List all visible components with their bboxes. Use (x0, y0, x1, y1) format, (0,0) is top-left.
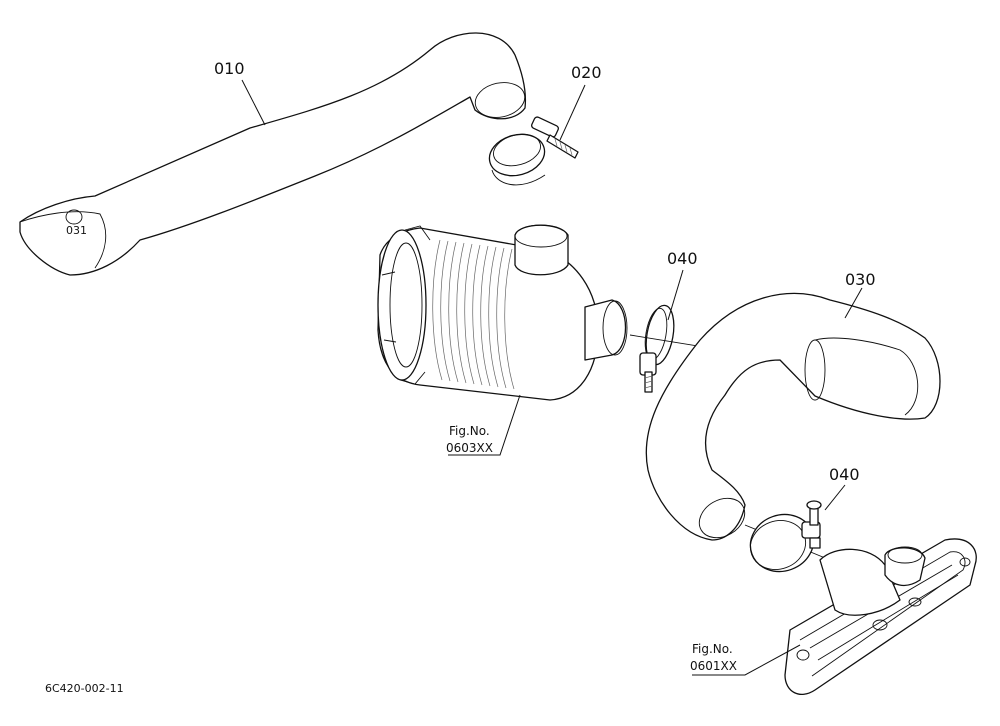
intake-manifold[interactable] (784, 538, 977, 695)
leader-fig-0603 (448, 394, 521, 456)
fig-ref-number-air-cleaner: 0603XX (446, 441, 493, 455)
air-cleaner-assembly[interactable] (377, 224, 628, 401)
drawing-code: 6C420-002-11 (45, 682, 124, 695)
hose-clamp-040-upper[interactable] (639, 303, 678, 393)
callout-020: 020 (571, 63, 602, 82)
callout-010: 010 (214, 59, 245, 78)
leader-010 (241, 79, 266, 126)
leader-030 (844, 287, 863, 319)
leader-040-upper (667, 269, 684, 321)
callout-040-upper: 040 (667, 249, 698, 268)
leader-040-lower (824, 484, 846, 511)
callout-040-lower: 040 (829, 465, 860, 484)
pipe-mark: 031 (66, 224, 87, 237)
hose-clamp-020[interactable] (485, 116, 579, 186)
callout-030: 030 (845, 270, 876, 289)
hose-clamp-040-lower[interactable] (742, 500, 822, 580)
leader-020 (559, 84, 586, 141)
fig-ref-number-manifold: 0601XX (690, 659, 737, 673)
fig-ref-label-manifold: Fig.No. (692, 642, 733, 656)
leader-fig-0601 (692, 644, 801, 676)
elbow-hose-030[interactable] (645, 292, 941, 545)
intake-pipe-010[interactable]: 031 (19, 32, 528, 276)
fig-ref-label-air-cleaner: Fig.No. (449, 424, 490, 438)
